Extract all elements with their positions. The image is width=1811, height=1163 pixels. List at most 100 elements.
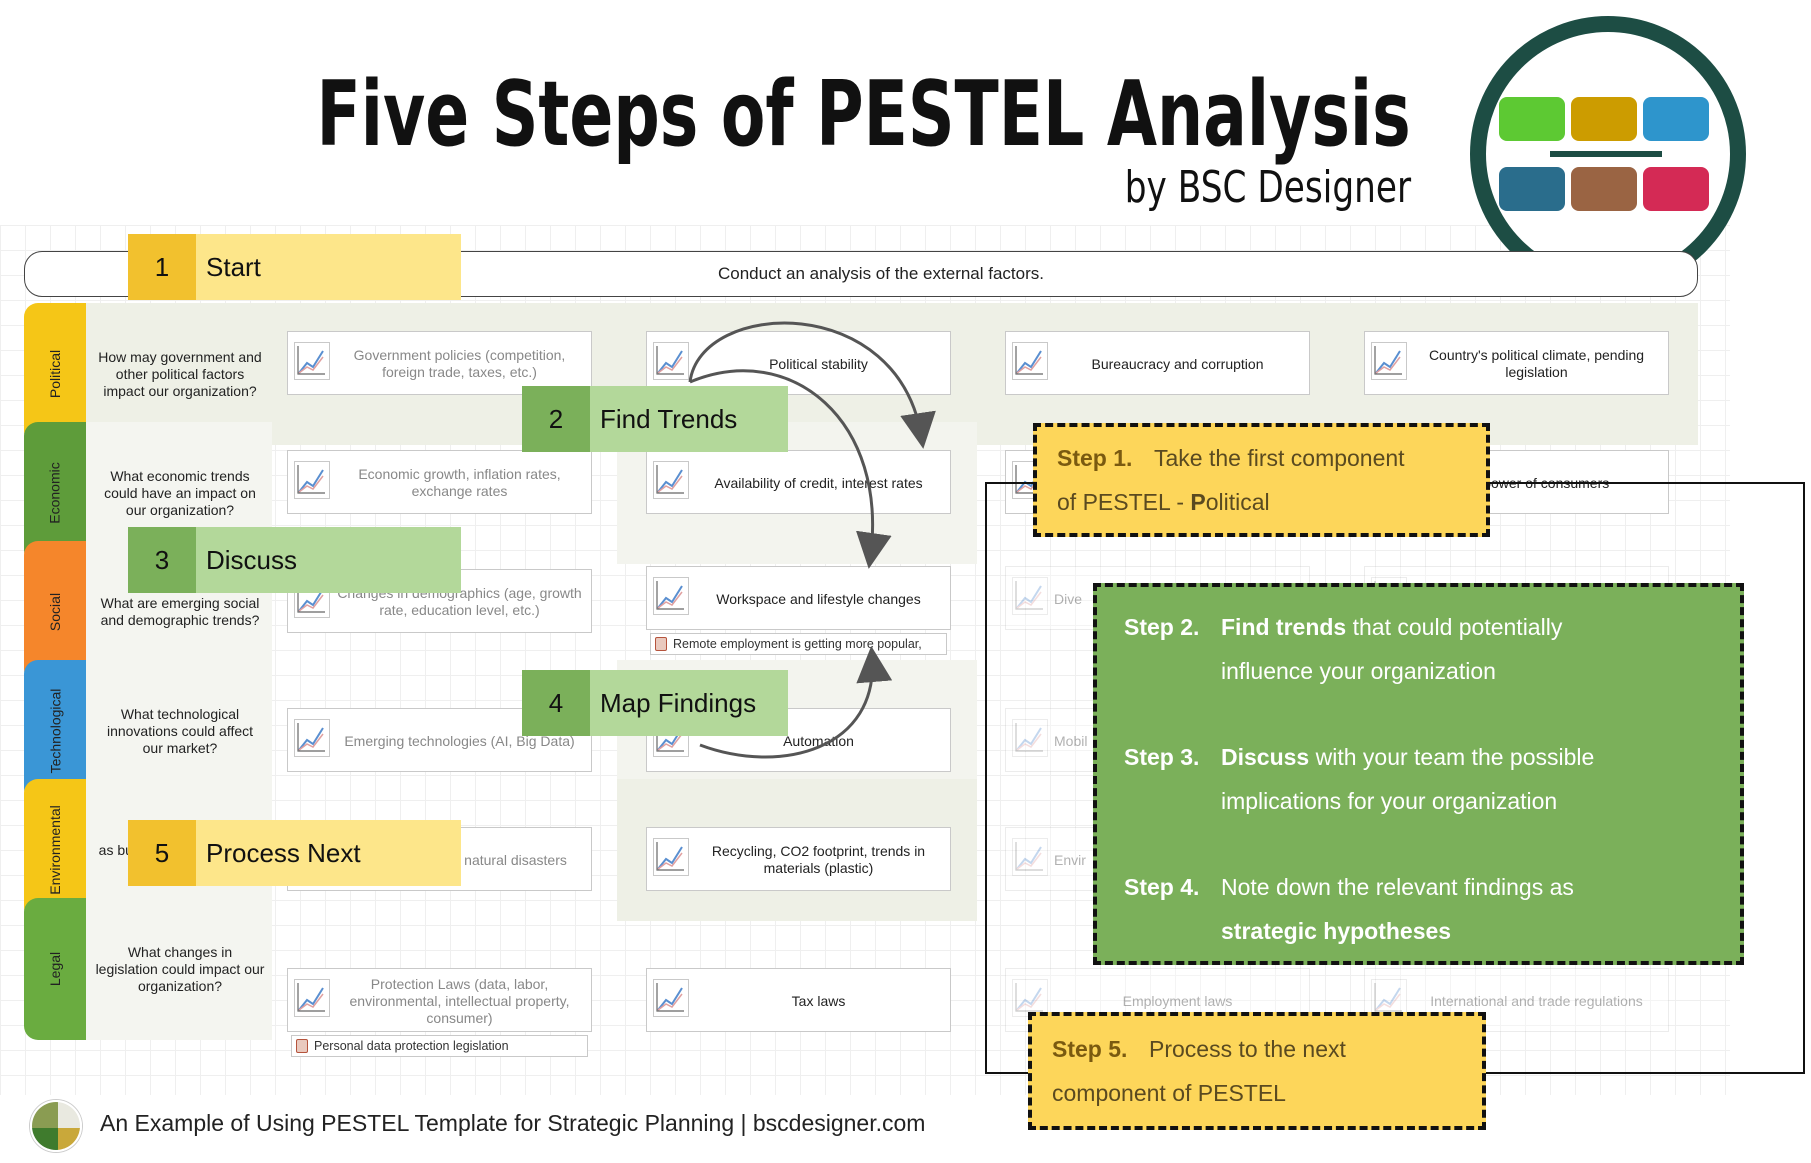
clipboard-icon xyxy=(296,1039,308,1053)
factor-card-label: Changes in demographics (age, growth rat… xyxy=(337,585,582,618)
question-political: How may government and other political f… xyxy=(98,348,262,399)
objective-text: Conduct an analysis of the external fact… xyxy=(717,264,1044,283)
chart-icon xyxy=(653,342,689,380)
chart-icon xyxy=(653,577,689,615)
category-environmental[interactable]: Environmental xyxy=(24,779,86,921)
callout-step-number: Step 5. xyxy=(1052,1036,1128,1062)
pestel-quadrant-icon xyxy=(30,1100,82,1152)
factor-card-label: Government policies (competition, foreig… xyxy=(353,347,566,380)
callout-step-number: Step 2. xyxy=(1124,614,1200,640)
callout-highlight: strategic hypotheses xyxy=(1221,918,1452,944)
category-label: Environmental xyxy=(47,805,63,895)
finding-note-text: Remote employment is getting more popula… xyxy=(673,637,922,651)
callout-text: Take the first component xyxy=(1154,445,1405,471)
category-label: Legal xyxy=(46,951,63,987)
chart-icon xyxy=(1012,577,1048,615)
category-label: Social xyxy=(46,592,63,632)
page-title: Five Steps of PESTEL Analysis xyxy=(316,62,1411,167)
category-legal[interactable]: Legal xyxy=(24,898,86,1040)
factor-card[interactable]: Tax laws xyxy=(646,968,951,1032)
chart-icon xyxy=(1012,342,1048,380)
step-text: Discuss xyxy=(196,527,461,593)
callout-text: with your team the possible xyxy=(1309,744,1595,770)
chart-icon xyxy=(1012,719,1048,757)
chart-icon xyxy=(294,719,330,757)
chart-icon xyxy=(1012,838,1048,876)
factor-card[interactable]: International and trade regulations xyxy=(1364,968,1669,1032)
clipboard-icon xyxy=(655,637,667,651)
category-label: Technological xyxy=(47,688,63,774)
callout-text: that could potentially xyxy=(1346,614,1563,640)
category-label: Economic xyxy=(47,462,63,524)
factor-card-label: Tax laws xyxy=(791,992,846,1009)
finding-note[interactable]: Personal data protection legislation xyxy=(291,1035,588,1057)
question-technological: What technological innovations could aff… xyxy=(106,705,254,756)
callout-highlight: P xyxy=(1190,489,1206,515)
step-number: 5 xyxy=(128,820,196,886)
page-subtitle: by BSC Designer xyxy=(1124,162,1411,213)
callout-highlight: Discuss xyxy=(1221,744,1310,770)
category-political[interactable]: Political xyxy=(24,303,86,445)
logo-tile-blue xyxy=(1643,97,1709,141)
logo-tile-gold xyxy=(1571,97,1637,141)
category-label: Political xyxy=(47,349,63,399)
factor-card[interactable]: Country's political climate, pending leg… xyxy=(1364,331,1669,395)
step-text: Process Next xyxy=(196,820,461,886)
step-number: 1 xyxy=(128,234,196,300)
factor-card-label: Workspace and lifestyle changes xyxy=(716,590,921,607)
factor-card-label: Emerging technologies (AI, Big Data) xyxy=(344,732,575,749)
callout-step5: Step 5.Process to the next component of … xyxy=(1028,1012,1486,1130)
chart-icon xyxy=(653,979,689,1017)
step-text: Map Findings xyxy=(590,670,788,736)
logo-tile-brown xyxy=(1571,167,1637,211)
question-social: What are emerging social and demographic… xyxy=(100,595,260,628)
factor-card-label: Employment laws xyxy=(1122,992,1233,1009)
callout-step1: Step 1.Take the first component of PESTE… xyxy=(1033,423,1490,537)
finding-note[interactable]: Remote employment is getting more popula… xyxy=(650,633,947,655)
callout-text: Note down the relevant findings as xyxy=(1221,874,1574,900)
callout-step-number: Step 4. xyxy=(1124,874,1200,900)
callout-steps-2-4: Step 2.Find trends that could potentiall… xyxy=(1093,583,1744,965)
callout-text: implications for your organization xyxy=(1221,788,1558,814)
chart-icon xyxy=(653,838,689,876)
chart-icon xyxy=(294,979,330,1017)
chart-icon xyxy=(1371,979,1407,1017)
factor-card[interactable]: Government policies (competition, foreig… xyxy=(287,331,592,395)
category-technological[interactable]: Technological xyxy=(24,660,86,802)
factor-card[interactable]: Workspace and lifestyle changes Remote e… xyxy=(646,566,951,655)
step-text: Start xyxy=(196,234,461,300)
chart-icon xyxy=(1012,979,1048,1017)
callout-step-number: Step 3. xyxy=(1124,744,1200,770)
factor-card[interactable]: Economic growth, inflation rates, exchan… xyxy=(287,450,592,514)
factor-card-label: International and trade regulations xyxy=(1430,992,1643,1009)
footer-caption: An Example of Using PESTEL Template for … xyxy=(100,1110,926,1136)
question-legal: What changes in legislation could impact… xyxy=(95,943,265,994)
category-social[interactable]: Social xyxy=(24,541,86,683)
callout-text: component of PESTEL xyxy=(1052,1080,1286,1106)
chart-icon xyxy=(294,461,330,499)
factor-card[interactable]: Emerging technologies (AI, Big Data) xyxy=(287,708,592,772)
factor-card-label: Recycling, CO2 footprint, trends in mate… xyxy=(711,843,926,876)
factor-card-label: Economic growth, inflation rates, exchan… xyxy=(358,466,561,499)
factor-card[interactable]: Bureaucracy and corruption xyxy=(1005,331,1310,395)
factor-card[interactable]: Recycling, CO2 footprint, trends in mate… xyxy=(646,827,951,891)
callout-text: olitical xyxy=(1205,489,1270,515)
step-number: 4 xyxy=(522,670,590,736)
step-number: 3 xyxy=(128,527,196,593)
chart-icon xyxy=(1371,342,1407,380)
step-number: 2 xyxy=(522,386,590,452)
factor-card[interactable]: Protection Laws (data, labor, environmen… xyxy=(287,968,592,1057)
question-economic: What economic trends could have an impac… xyxy=(104,467,256,518)
row-q-bg-legal xyxy=(85,898,272,1040)
chart-icon xyxy=(653,461,689,499)
factor-card-label: Envir xyxy=(1054,851,1086,868)
chart-icon xyxy=(294,342,330,380)
callout-step-number: Step 1. xyxy=(1057,445,1133,471)
factor-card[interactable]: Availability of credit, interest rates xyxy=(646,450,951,514)
category-economic[interactable]: Economic xyxy=(24,422,86,564)
